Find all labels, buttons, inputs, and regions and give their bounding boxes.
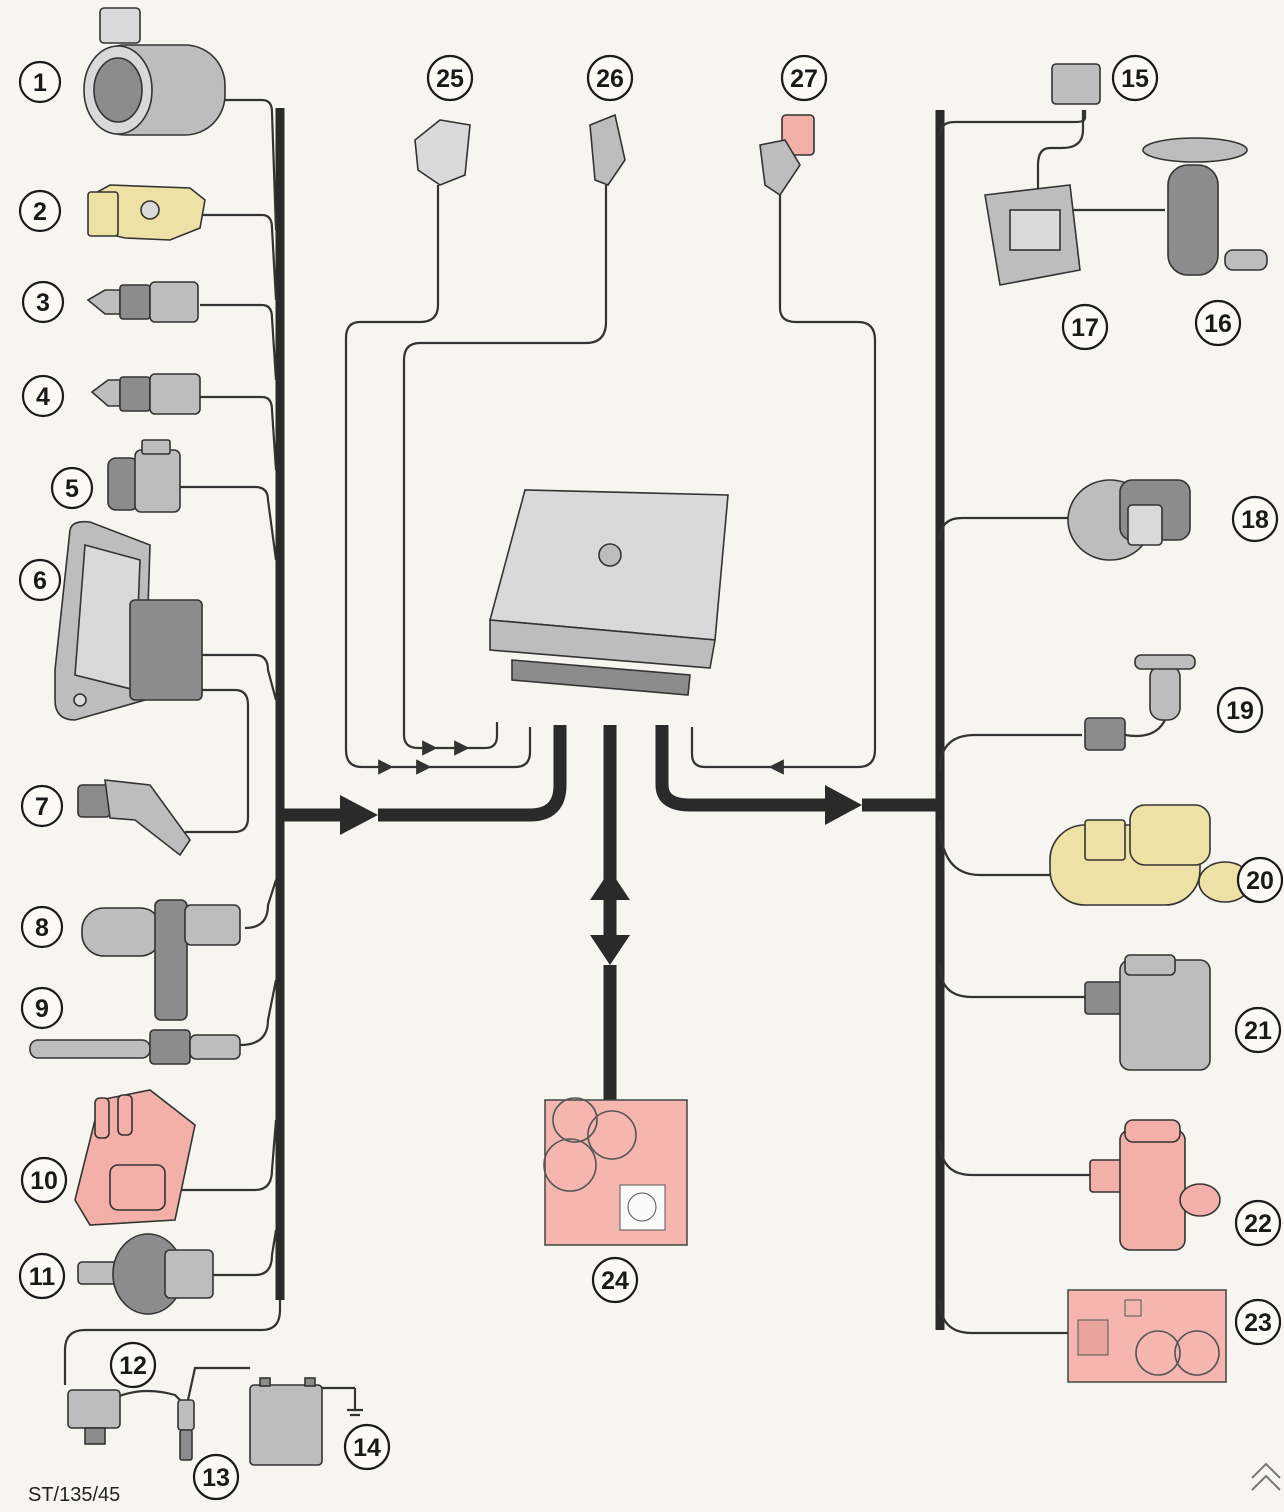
svg-text:15: 15 [1121,65,1149,93]
logo-mark [1252,1464,1280,1490]
svg-text:7: 7 [35,793,49,821]
callout-11: 11 [20,1254,64,1298]
svg-text:24: 24 [601,1267,629,1295]
svg-text:20: 20 [1246,867,1274,895]
valve-19 [1085,655,1195,750]
figure-reference-code: ST/135/45 [28,1484,120,1507]
wire-26 [404,185,606,748]
coolant-temp-sensor [88,282,198,322]
callout-4: 4 [23,376,63,416]
callout-14: 14 [345,1425,389,1469]
callout-12: 12 [111,1343,155,1387]
callout-21: 21 [1236,1008,1280,1052]
speed-sensor [82,900,240,1020]
svg-text:18: 18 [1241,506,1269,534]
svg-text:27: 27 [790,65,818,93]
svg-text:10: 10 [30,1167,58,1195]
output-bus-arrow [662,725,940,825]
svg-text:26: 26 [596,65,624,93]
control-unit-17 [985,185,1080,285]
callout-10: 10 [22,1158,66,1202]
valve-21 [1085,955,1210,1070]
svg-text:6: 6 [33,567,47,595]
pressure-sensor [75,1090,195,1225]
callout-25: 25 [428,56,472,100]
svg-text:2: 2 [33,198,47,226]
callout-26: 26 [588,56,632,100]
air-flow-meter [84,8,225,135]
callout-20: 20 [1238,858,1282,902]
fan-module-23 [1068,1290,1226,1382]
svg-text:12: 12 [119,1352,147,1380]
crank-sensor [78,780,190,855]
svg-text:23: 23 [1244,1309,1272,1337]
svg-text:1: 1 [33,69,47,97]
ecu [490,490,728,695]
callout-5: 5 [52,468,92,508]
callout-19: 19 [1218,688,1262,732]
air-temp-sensor [92,374,200,414]
svg-text:17: 17 [1071,314,1099,342]
diagnostic-link-arrow [590,725,630,1100]
svg-text:8: 8 [35,914,49,942]
idle-valve-20 [1050,805,1251,905]
callout-24: 24 [593,1258,637,1302]
connector-26 [590,115,625,185]
oxygen-sensor [30,1030,240,1064]
callout-15: 15 [1113,56,1157,100]
callout-7: 7 [22,786,62,826]
throttle-position-sensor [88,185,205,240]
callout-6: 6 [20,560,60,600]
connector-27 [760,115,814,195]
ignition-module [55,522,202,720]
svg-text:11: 11 [29,1263,56,1291]
callout-3: 3 [23,282,63,322]
callout-13: 13 [194,1455,238,1499]
pressure-switch [78,1234,213,1314]
relay [68,1390,120,1444]
relay-15 [1052,64,1100,104]
wire-27 [692,190,875,767]
valve-22-pink [1090,1120,1220,1250]
svg-text:3: 3 [36,289,50,317]
svg-text:25: 25 [436,65,464,93]
injector-18 [1068,480,1190,560]
callout-16: 16 [1196,301,1240,345]
fuel-pump-16 [1143,138,1267,275]
svg-text:22: 22 [1244,1210,1272,1238]
callout-22: 22 [1236,1201,1280,1245]
callout-18: 18 [1233,497,1277,541]
svg-text:21: 21 [1244,1017,1272,1045]
svg-text:19: 19 [1226,697,1254,725]
input-bus-arrow [284,725,560,835]
callout-1: 1 [20,62,60,102]
svg-text:13: 13 [202,1464,230,1492]
svg-text:4: 4 [36,383,50,411]
svg-text:5: 5 [65,475,79,503]
callout-23: 23 [1236,1300,1280,1344]
diagnostic-module-24 [544,1098,687,1245]
callout-27: 27 [782,56,826,100]
wire-25 [346,185,530,767]
callout-2: 2 [20,191,60,231]
diagnostic-plug-25 [415,120,470,185]
callout-8: 8 [22,907,62,947]
svg-text:16: 16 [1204,310,1232,338]
callout-9: 9 [22,988,62,1028]
fuse [178,1400,194,1460]
sensor-5 [108,440,180,512]
callout-17: 17 [1063,305,1107,349]
svg-text:14: 14 [353,1434,381,1462]
svg-text:9: 9 [35,995,49,1023]
